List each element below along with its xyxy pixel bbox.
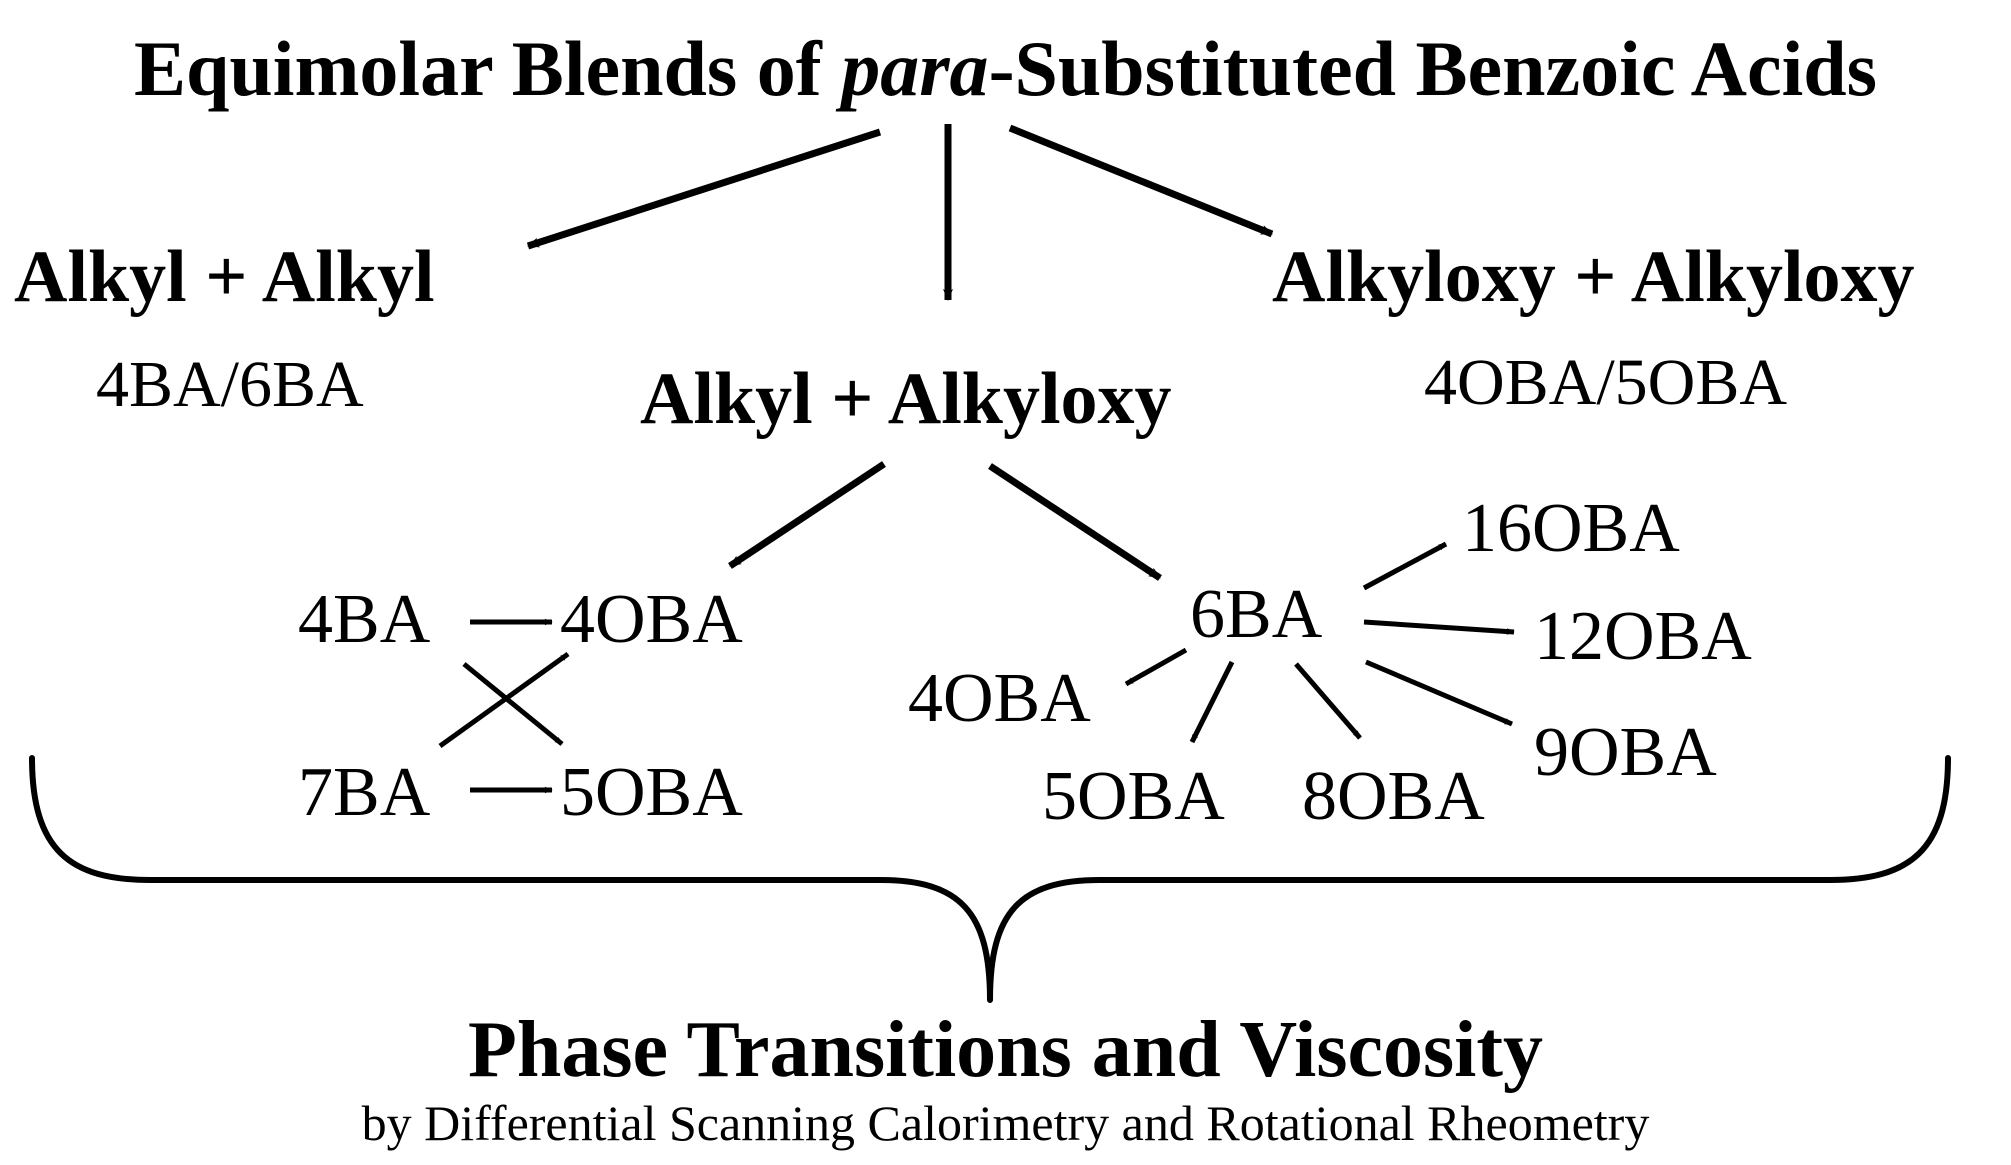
footer-title: Phase Transitions and Viscosity — [467, 1006, 1544, 1094]
compound-5oba-left: 5OBA — [560, 754, 743, 831]
compound-4oba-left: 4OBA — [560, 581, 743, 658]
arrow-6ba-to-5oba — [1189, 660, 1235, 744]
arrow-to-alkyl-alkyl — [526, 128, 882, 250]
diagram-title: Equimolar Blends of para-Substituted Ben… — [0, 30, 2011, 108]
compound-4ba: 4BA — [298, 581, 431, 658]
arrow-to-alkyloxy-alkyloxy — [1008, 124, 1274, 238]
group-alkyl-alkyl-pair: 4BA/6BA — [96, 348, 364, 421]
compound-12oba: 12OBA — [1534, 598, 1752, 675]
footer-subtitle: by Differential Scanning Calorimetry and… — [361, 1095, 1650, 1151]
group-alkyloxy-alkyloxy-pair: 4OBA/5OBA — [1424, 346, 1788, 419]
grouping-brace — [29, 755, 1951, 1003]
title-suffix: -Substituted Benzoic Acids — [988, 25, 1877, 112]
arrow-4ba-to-5oba — [462, 662, 564, 746]
arrow-7ba-to-4oba — [438, 651, 570, 749]
compound-4oba-right: 4OBA — [908, 660, 1091, 737]
compound-16oba: 16OBA — [1462, 490, 1680, 567]
compound-9oba: 9OBA — [1534, 714, 1717, 791]
arrow-6ba-to-16oba — [1362, 541, 1448, 591]
group-alkyl-alkyloxy-label: Alkyl + Alkyloxy — [640, 358, 1172, 440]
arrow-6ba-to-4oba — [1124, 647, 1188, 687]
arrow-to-right-cluster — [988, 463, 1162, 581]
compound-6ba: 6BA — [1190, 576, 1323, 653]
compound-7ba: 7BA — [298, 754, 431, 831]
arrow-to-left-cluster — [728, 461, 886, 569]
title-italic: para — [841, 25, 989, 112]
title-prefix: Equimolar Blends of — [133, 25, 842, 112]
compound-8oba: 8OBA — [1302, 758, 1485, 835]
group-alkyl-alkyl-label: Alkyl + Alkyl — [14, 236, 435, 318]
arrow-6ba-to-12oba — [1363, 619, 1515, 635]
group-alkyloxy-alkyloxy-label: Alkyloxy + Alkyloxy — [1272, 236, 1915, 318]
compound-5oba-right: 5OBA — [1042, 758, 1225, 835]
arrow-6ba-to-9oba — [1365, 659, 1513, 727]
arrow-6ba-to-8oba — [1294, 662, 1362, 740]
